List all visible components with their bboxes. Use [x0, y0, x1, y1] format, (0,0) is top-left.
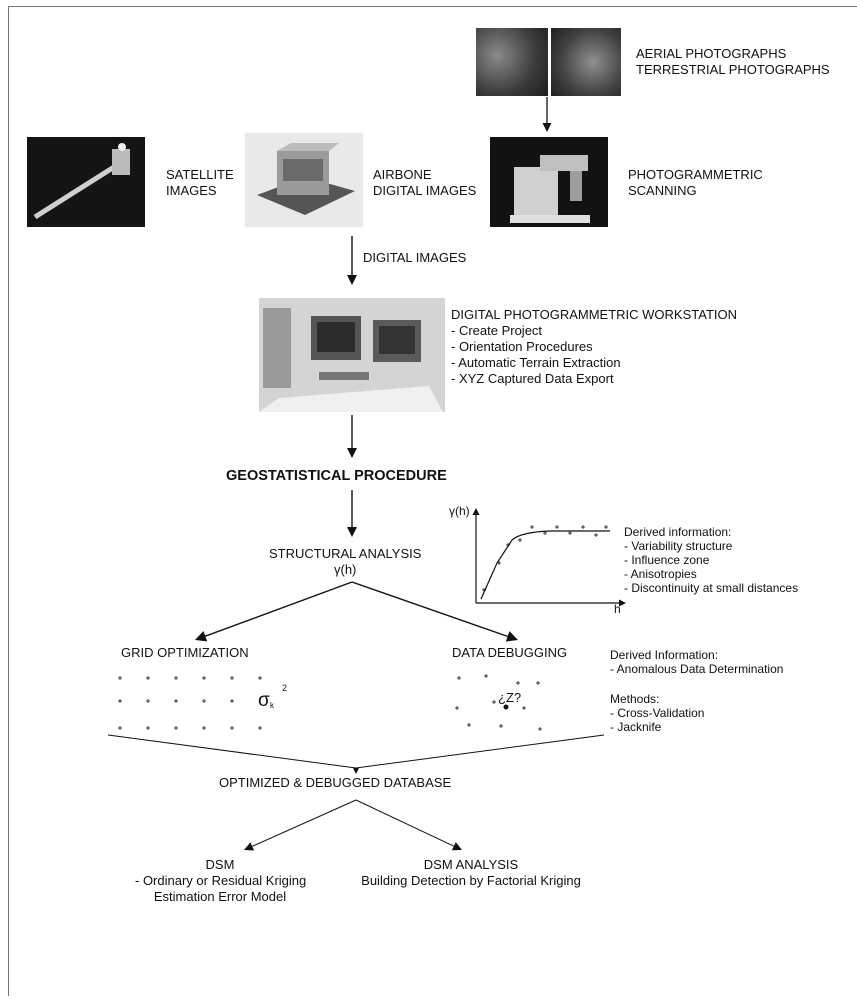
debug-derived-item: - Anomalous Data Determination [610, 662, 784, 676]
dsm-analysis-line: DSM ANALYSIS [423, 857, 519, 872]
arrow-to-debug-head [505, 631, 518, 642]
satellite-label-line: SATELLITE [166, 167, 234, 182]
dsm-line: - Ordinary or Residual Kriging [135, 873, 307, 888]
dsm-text: DSM - Ordinary or Residual Kriging Estim… [135, 857, 307, 905]
airbone-label-line: DIGITAL IMAGES [373, 183, 477, 198]
merge-line-right [355, 734, 605, 769]
sigma-subscript: k [270, 701, 274, 710]
arrow-to-dsm-analysis [355, 799, 455, 847]
aerial-label-line: TERRESTRIAL PHOTOGRAPHS [636, 62, 830, 77]
sigma-main: σ [258, 690, 270, 711]
variogram-curve [480, 530, 610, 600]
aerial-label-line: AERIAL PHOTOGRAPHS [636, 46, 787, 61]
workstation-item: - Create Project [451, 323, 543, 338]
merge-line-left [107, 734, 357, 769]
variogram-y-label: γ(h) [449, 504, 470, 518]
arrow-digital-images-head [347, 275, 357, 285]
variogram-x-axis-head [619, 599, 626, 607]
sigma-superscript: 2 [282, 683, 288, 693]
dsm-analysis-text: DSM ANALYSIS Building Detection by Facto… [351, 857, 591, 889]
variogram-derived-item: - Influence zone [624, 553, 710, 567]
scanner-photo [490, 137, 608, 227]
scanning-label-line: SCANNING [628, 183, 697, 198]
aerial-label: AERIAL PHOTOGRAPHS TERRESTRIAL PHOTOGRAP… [636, 46, 830, 78]
workstation-text: DIGITAL PHOTOGRAMMETRIC WORKSTATION - Cr… [451, 307, 737, 387]
workstation-title: DIGITAL PHOTOGRAMMETRIC WORKSTATION [451, 307, 738, 322]
debug-methods-item: - Jacknife [610, 720, 662, 734]
aerial-photo-1 [476, 28, 548, 96]
unknown-value-label: ¿Z? [498, 690, 522, 705]
debug-methods-item: - Cross-Validation [610, 706, 705, 720]
dsm-line: DSM [205, 857, 235, 872]
aerial-photo-2 [551, 28, 621, 96]
unknown-value-dot [503, 704, 509, 710]
debug-methods-title: Methods: [610, 692, 660, 706]
debug-methods: Methods: - Cross-Validation - Jacknife [610, 692, 704, 734]
variogram-y-axis-head [472, 508, 480, 515]
structural-gamma-label: γ(h) [334, 562, 357, 577]
variogram-x-label: h [614, 602, 621, 616]
scanning-label: PHOTOGRAMMETRIC SCANNING [628, 167, 763, 199]
digital-images-label: DIGITAL IMAGES [363, 250, 467, 265]
sigma-symbol: σ [258, 691, 270, 711]
airbone-label-line: AIRBONE [373, 167, 432, 182]
dsm-analysis-line: Building Detection by Factorial Kriging [361, 873, 581, 888]
workstation-item: - Automatic Terrain Extraction [451, 355, 621, 370]
arrow-to-grid [205, 581, 353, 637]
arrow-to-debug [351, 581, 508, 638]
arrow-to-geostat-head [347, 448, 357, 458]
structural-analysis-label: STRUCTURAL ANALYSIS [269, 546, 422, 561]
variogram-derived-item: - Variability structure [624, 539, 733, 553]
arrow-to-dsm-head [244, 842, 255, 851]
arrow-to-dsm [252, 799, 357, 847]
satellite-photo [27, 137, 145, 227]
dsm-line: Estimation Error Model [153, 889, 287, 904]
arrow-to-grid-head [195, 631, 208, 642]
variogram-derived-item: - Anisotropies [624, 567, 697, 581]
satellite-label: SATELLITE IMAGES [166, 167, 234, 199]
airbone-label: AIRBONE DIGITAL IMAGES [373, 167, 476, 199]
variogram-derived-item: - Discontinuity at small distances [624, 581, 799, 595]
arrow-to-dsm-analysis-head [451, 842, 462, 851]
satellite-label-line: IMAGES [166, 183, 217, 198]
workstation-item: - Orientation Procedures [451, 339, 593, 354]
workstation-item: - XYZ Captured Data Export [451, 371, 614, 386]
database-title: OPTIMIZED & DEBUGGED DATABASE [219, 775, 452, 790]
variogram-derived: Derived information: - Variability struc… [624, 525, 798, 595]
geostatistical-title: GEOSTATISTICAL PROCEDURE [226, 468, 447, 484]
diagram-frame [8, 6, 857, 996]
arrow-to-structural-head [347, 527, 357, 537]
arrow-to-database-head [353, 768, 359, 774]
scanning-label-line: PHOTOGRAMMETRIC [628, 167, 763, 182]
grid-optimization-title: GRID OPTIMIZATION [121, 645, 249, 660]
airbone-camera-photo [245, 133, 363, 227]
variogram-derived-title: Derived information: [624, 525, 732, 539]
workstation-photo [259, 298, 445, 412]
debug-derived-title: Derived Information: [610, 648, 719, 662]
data-debugging-title: DATA DEBUGGING [452, 645, 568, 660]
debug-derived: Derived Information: - Anomalous Data De… [610, 648, 783, 676]
arrow-aerial-to-scanning-head [542, 123, 552, 132]
